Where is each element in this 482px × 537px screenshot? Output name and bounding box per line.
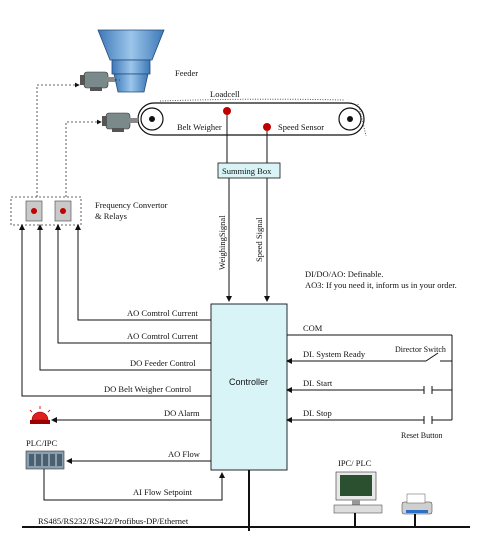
do-feeder-control-label: DO Feeder Control — [130, 358, 196, 368]
bus-label: RS485/RS232/RS422/Profibus-DP/Ethernet — [38, 516, 189, 526]
weighing-signal-label: WeighingSignal — [217, 215, 227, 270]
loadcell-label: Loadcell — [210, 89, 240, 99]
reset-button-icon — [423, 416, 452, 424]
plc-ipc-left-label: PLC/IPC — [26, 438, 58, 448]
definable-note: DI/DO/AO: Definable. — [305, 269, 383, 279]
summing-box-label: Summing Box — [222, 166, 272, 176]
ao-control-current-2-label: AO Comtrol Current — [127, 331, 198, 341]
belt-conveyor — [137, 98, 367, 137]
speed-sensor-label: Speed Sensor — [278, 122, 324, 132]
ao3-note: AO3: If you need it, inform us in your o… — [305, 280, 457, 290]
controller-box — [210, 303, 288, 471]
relays-label: & Relays — [95, 211, 127, 221]
speed-sensor-icon — [263, 123, 271, 131]
feeder-hopper: Feeder — [97, 29, 198, 93]
plc-rack-icon — [25, 450, 65, 470]
director-switch-icon — [425, 352, 452, 362]
reset-button-label: Reset Button — [401, 431, 443, 440]
di-stop-label: DI. Stop — [303, 408, 332, 418]
director-switch-label: Director Switch — [395, 345, 446, 354]
speed-signal-label: Speed Signal — [254, 217, 264, 262]
feeder-label: Feeder — [175, 68, 198, 78]
ipc-plc-right-label: IPC/ PLC — [338, 458, 372, 468]
computer-icon — [333, 471, 383, 514]
ao-flow-label: AO Flow — [168, 449, 201, 459]
belt-weigher-label: Belt Weigher — [177, 122, 222, 132]
start-button-icon — [423, 386, 452, 394]
ai-flow-setpoint-label: AI Flow Setpoint — [133, 487, 193, 497]
di-system-ready-label: DI. System Ready — [303, 349, 366, 359]
alarm-light-icon — [29, 406, 51, 424]
belt-motor-icon — [102, 112, 138, 132]
feeder-motor-icon — [80, 71, 115, 91]
do-belt-weigher-control-label: DO Belt Weigher Control — [104, 384, 192, 394]
summing-box: Summing Box — [217, 162, 281, 179]
do-alarm-label: DO Alarm — [164, 408, 200, 418]
loadcell-sensor-icon — [223, 107, 231, 115]
di-start-label: DI. Start — [303, 378, 333, 388]
frequency-convertor-box — [10, 196, 82, 226]
printer-icon — [401, 493, 433, 515]
frequency-convertor-label: Frequency Convertor — [95, 200, 168, 210]
ao-control-current-1-label: AO Comtrol Current — [127, 308, 198, 318]
com-label: COM — [303, 323, 323, 333]
controller-label: Controller — [229, 377, 268, 387]
